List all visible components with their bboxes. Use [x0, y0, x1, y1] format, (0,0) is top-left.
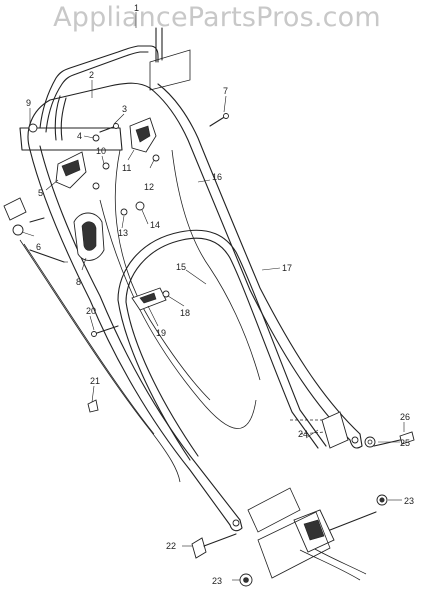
label-2: 2: [89, 70, 94, 80]
watermark-logo: AppliancePartsPros.com: [53, 2, 381, 33]
label-23b: 23: [212, 576, 222, 586]
label-19: 19: [156, 328, 166, 338]
label-6: 6: [36, 242, 41, 252]
part-labels: 1 2 3 4 5 6 7 8 9 10 11 12 13 14 15 16 1…: [26, 3, 414, 586]
lower-handle-frame: [27, 82, 363, 532]
label-7: 7: [223, 86, 228, 96]
label-17: 17: [282, 263, 292, 273]
label-25: 25: [400, 438, 410, 448]
label-20: 20: [86, 306, 96, 316]
label-1: 1: [134, 3, 139, 13]
label-24: 24: [298, 429, 308, 439]
label-13: 13: [118, 228, 128, 238]
label-9: 9: [26, 98, 31, 108]
label-5: 5: [38, 188, 43, 198]
upper-handle: [19, 27, 191, 151]
label-21: 21: [90, 376, 100, 386]
label-11: 11: [122, 163, 131, 173]
label-14: 14: [150, 220, 160, 230]
control-cables: [19, 149, 367, 581]
label-16: 16: [212, 172, 222, 182]
label-12: 12: [144, 182, 154, 192]
leader-lines: [21, 12, 405, 581]
label-8: 8: [76, 277, 81, 287]
small-parts: [3, 113, 415, 587]
label-26: 26: [400, 412, 410, 422]
label-18: 18: [180, 308, 190, 318]
label-22: 22: [166, 541, 176, 551]
label-4: 4: [77, 131, 82, 141]
label-15: 15: [176, 262, 186, 272]
label-3: 3: [122, 104, 127, 114]
label-10: 10: [96, 146, 106, 156]
label-23a: 23: [404, 496, 414, 506]
